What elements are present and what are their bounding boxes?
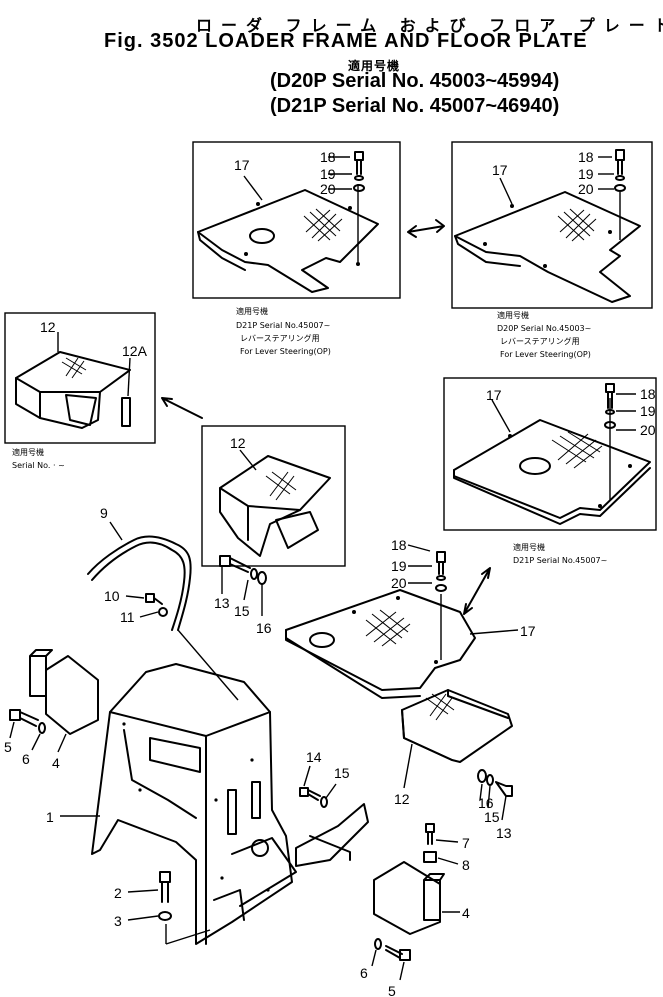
callout-5-right: 5: [388, 983, 396, 997]
callout-15-right: 15: [484, 809, 500, 825]
inset-floor-plate-d20p: [454, 149, 641, 303]
callout-2: 2: [114, 885, 122, 901]
callout-14: 14: [306, 749, 322, 765]
bolt-5-washer-6-right: [371, 938, 411, 981]
callout-18-d20p: 18: [578, 149, 594, 165]
figure-title: Fig. 3502 LOADER FRAME AND FLOOR PLATE: [104, 30, 588, 52]
callout-12a: 12A: [122, 343, 148, 359]
callout-12-hood-inset: 12: [40, 319, 56, 335]
callout-15-bracket: 15: [334, 765, 350, 781]
svg-text:適用号機: 適用号機: [497, 310, 529, 320]
callout-17-alt: 17: [486, 387, 502, 403]
callout-8: 8: [462, 857, 470, 873]
callout-13: 13: [214, 595, 230, 611]
callout-17-main: 17: [520, 623, 536, 639]
inset-hood-12a: [15, 332, 131, 429]
svg-text:Serial No. · ~: Serial No. · ~: [12, 461, 65, 470]
callout-19: 19: [320, 166, 336, 182]
callout-11: 11: [120, 609, 135, 625]
svg-text:適用号機: 適用号機: [236, 306, 268, 316]
caption-inset-plate: 適用号機 D21P Serial No.45007~: [513, 542, 607, 565]
callout-4-left: 4: [52, 755, 60, 771]
callout-15: 15: [234, 603, 250, 619]
interchangeable-arrow-main: [463, 567, 491, 615]
inset-box-floor-plate-alt: [443, 377, 657, 531]
title-kana: ローダ フレーム および フロア プレート: [196, 16, 663, 35]
callout-18-alt: 18: [640, 386, 656, 402]
inset-box-hood: [201, 425, 346, 567]
callout-5-left: 5: [4, 739, 12, 755]
callout-9: 9: [100, 505, 108, 521]
svg-text:For Lever Steering(OP): For Lever Steering(OP): [240, 347, 331, 356]
steering-bracket: [295, 765, 369, 867]
callout-16-right: 16: [478, 795, 494, 811]
serial-range-d20p: (D20P Serial No. 45003~45994): [270, 70, 560, 92]
inset-box-floor-plate-d21p: [192, 141, 401, 299]
bolt-10-washer-11: [125, 593, 168, 618]
caption-inset-d21p: 適用号機 D21P Serial No.45007~ レバーステアリング用 Fo…: [236, 306, 331, 356]
hood-bolt-set: [219, 555, 267, 616]
callout-7: 7: [462, 835, 470, 851]
inset-box-floor-plate-d20p: [451, 141, 653, 309]
handrail: [87, 521, 192, 631]
inset-hood: [219, 449, 331, 557]
callout-17-d20p: 17: [492, 162, 508, 178]
callout-18: 18: [320, 149, 336, 165]
inset-box-hood-12a: [4, 312, 156, 444]
hood-right: [401, 689, 513, 789]
callout-16: 16: [256, 620, 272, 636]
svg-text:適用号機: 適用号機: [12, 447, 44, 457]
svg-text:適用号機: 適用号機: [513, 542, 545, 552]
hood-bolt-set-right: [477, 769, 513, 821]
callout-6-right: 6: [360, 965, 368, 981]
bolt-7-nut-8: [423, 823, 459, 865]
callout-18-main: 18: [391, 537, 407, 553]
callout-6-left: 6: [22, 751, 30, 767]
svg-text:D21P Serial No.45007~: D21P Serial No.45007~: [236, 321, 330, 330]
callout-19-d20p: 19: [578, 166, 594, 182]
svg-text:D20P Serial No.45003~: D20P Serial No.45003~: [497, 324, 591, 333]
inset-floor-plate-alt: [453, 383, 651, 525]
callout-17: 17: [234, 157, 250, 173]
callout-19-alt: 19: [640, 403, 656, 419]
svg-text:D21P Serial No.45007~: D21P Serial No.45007~: [513, 556, 607, 565]
bracket-right: [373, 861, 460, 935]
applicability-label: 適用号機: [348, 59, 401, 73]
callout-12-hood: 12: [230, 435, 246, 451]
loader-frame: [60, 629, 297, 945]
callout-4-right: 4: [462, 905, 470, 921]
callout-20-alt: 20: [640, 422, 656, 438]
callout-20-d20p: 20: [578, 181, 594, 197]
callout-13-right: 13: [496, 825, 512, 841]
svg-text:レバーステアリング用: レバーステアリング用: [500, 336, 580, 346]
inset-floor-plate-d21p: [197, 151, 379, 293]
bolt-2-washer-3: [127, 871, 211, 945]
bolt-5-washer-6-left: [9, 709, 46, 751]
callout-1: 1: [46, 809, 54, 825]
svg-text:For Lever Steering(OP): For Lever Steering(OP): [500, 350, 591, 359]
bracket-left: [29, 649, 99, 753]
caption-inset-hood: 適用号機 Serial No. · ~: [12, 447, 65, 470]
floor-plate: [285, 544, 519, 699]
callout-19-main: 19: [391, 558, 407, 574]
callout-20: 20: [320, 181, 336, 197]
interchangeable-arrow: [407, 219, 445, 238]
callout-10: 10: [104, 588, 120, 604]
callout-12-main: 12: [394, 791, 410, 807]
callout-20-main: 20: [391, 575, 407, 591]
svg-text:レバーステアリング用: レバーステアリング用: [240, 333, 320, 343]
callout-3: 3: [114, 913, 122, 929]
caption-inset-d20p: 適用号機 D20P Serial No.45003~ レバーステアリング用 Fo…: [497, 310, 591, 359]
inset-pointer-arrow: [161, 397, 203, 419]
serial-range-d21p: (D21P Serial No. 45007~46940): [270, 95, 560, 117]
